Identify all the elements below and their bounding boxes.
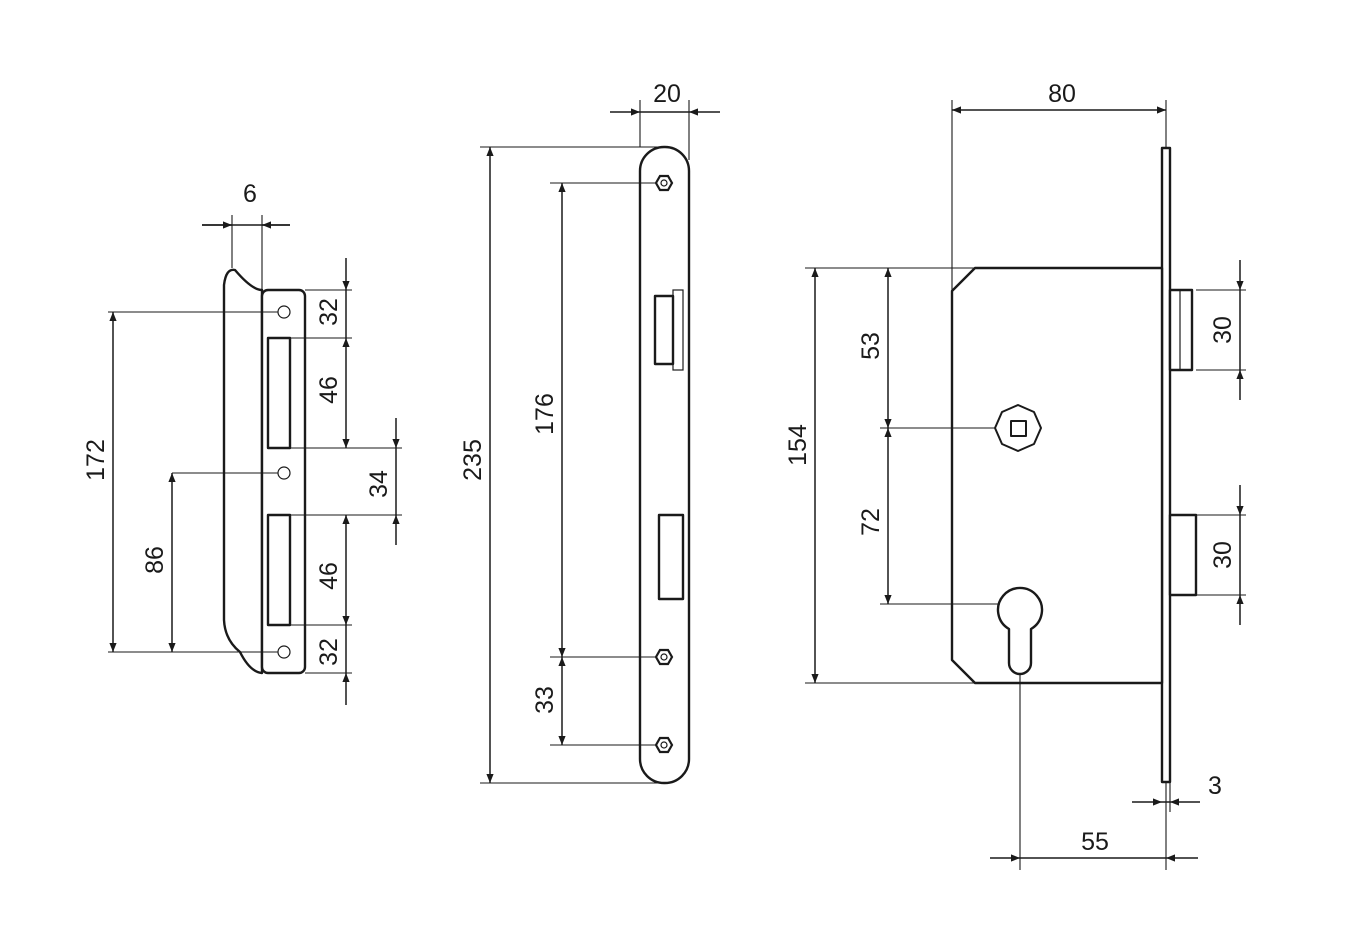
label-lock-upper: 53 [857,332,885,360]
label-strike-bottom-hole: 32 [315,638,343,666]
label-lock-depth: 80 [1048,80,1076,108]
label-strike-top-slot: 46 [315,376,343,404]
label-lock-bolt: 30 [1209,541,1237,569]
label-faceplate-bottom-span: 33 [531,686,559,714]
label-strike-center: 86 [141,546,169,574]
label-strike-width: 6 [243,180,257,208]
label-strike-total: 172 [82,439,110,481]
label-lock-backset: 55 [1081,828,1109,856]
strike-latch-slot [266,336,292,450]
lock-bolt [1168,513,1198,597]
label-strike-bottom-slot: 46 [315,562,343,590]
label-faceplate-total: 235 [459,439,487,481]
lock-case [950,266,1164,685]
label-strike-top-hole: 32 [315,298,343,326]
faceplate-bolt-opening [657,513,685,601]
label-faceplate-screw-span: 176 [531,393,559,435]
lock-cylinder-keyhole [996,586,1044,676]
label-lock-height: 154 [784,424,812,466]
strike-bolt-slot [266,513,292,627]
label-faceplate-width: 20 [653,80,681,108]
faceplate: 20 235 176 33 [459,80,720,785]
faceplate-latch-opening [653,289,684,371]
lock-spindle-hub [994,404,1042,452]
strike-plate: 6 172 86 32 46 34 46 32 [82,180,402,705]
strike-plate-lip [222,268,264,675]
label-lock-lower: 72 [857,508,885,536]
label-lock-latch: 30 [1209,316,1237,344]
label-strike-gap: 34 [365,470,393,498]
label-lock-plate-thickness: 3 [1208,772,1222,800]
faceplate-body [638,145,691,785]
lock-body: 80 154 53 72 30 30 55 3 [784,80,1246,870]
lock-latch [1168,288,1194,372]
